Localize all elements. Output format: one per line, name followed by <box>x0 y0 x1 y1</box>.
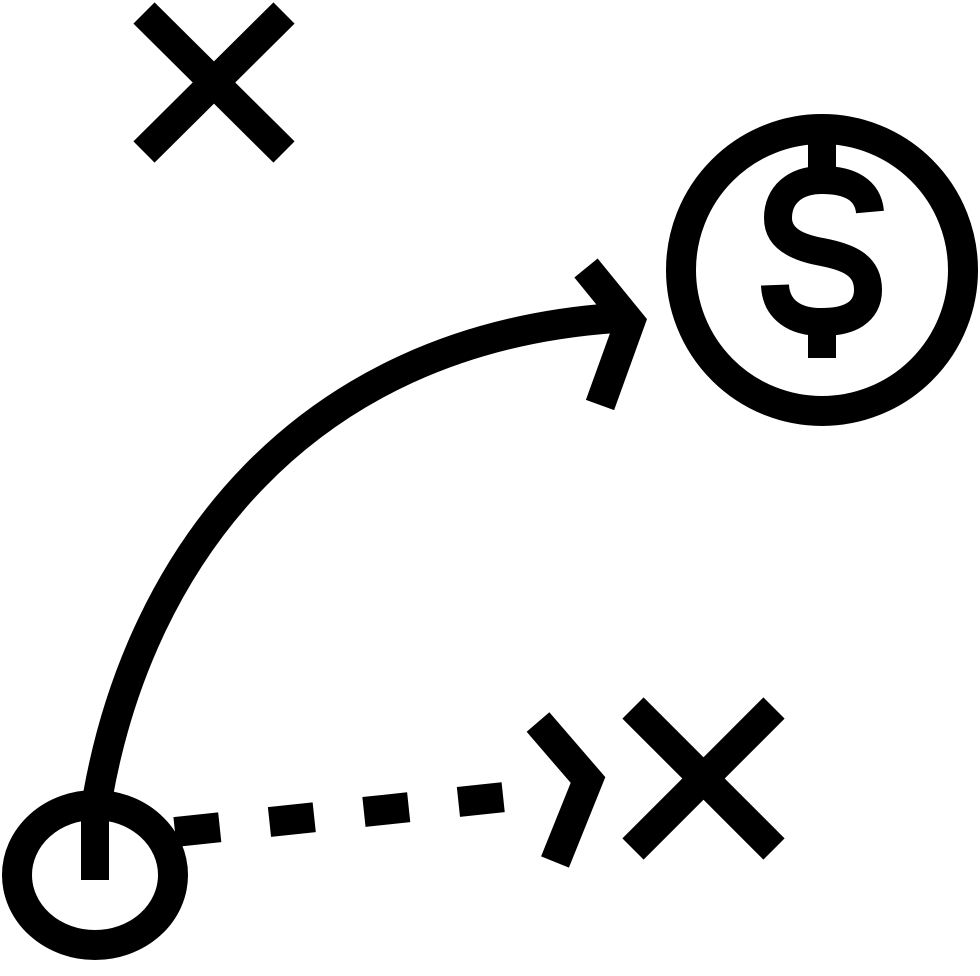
start-circle-icon <box>2 790 188 960</box>
curved-arrow-icon <box>83 258 647 798</box>
dashed-arrow-icon <box>173 712 606 868</box>
cross-icon-bottom-right <box>622 697 785 860</box>
cross-icon-top-left <box>133 2 295 163</box>
dollar-coin-icon <box>666 114 978 426</box>
